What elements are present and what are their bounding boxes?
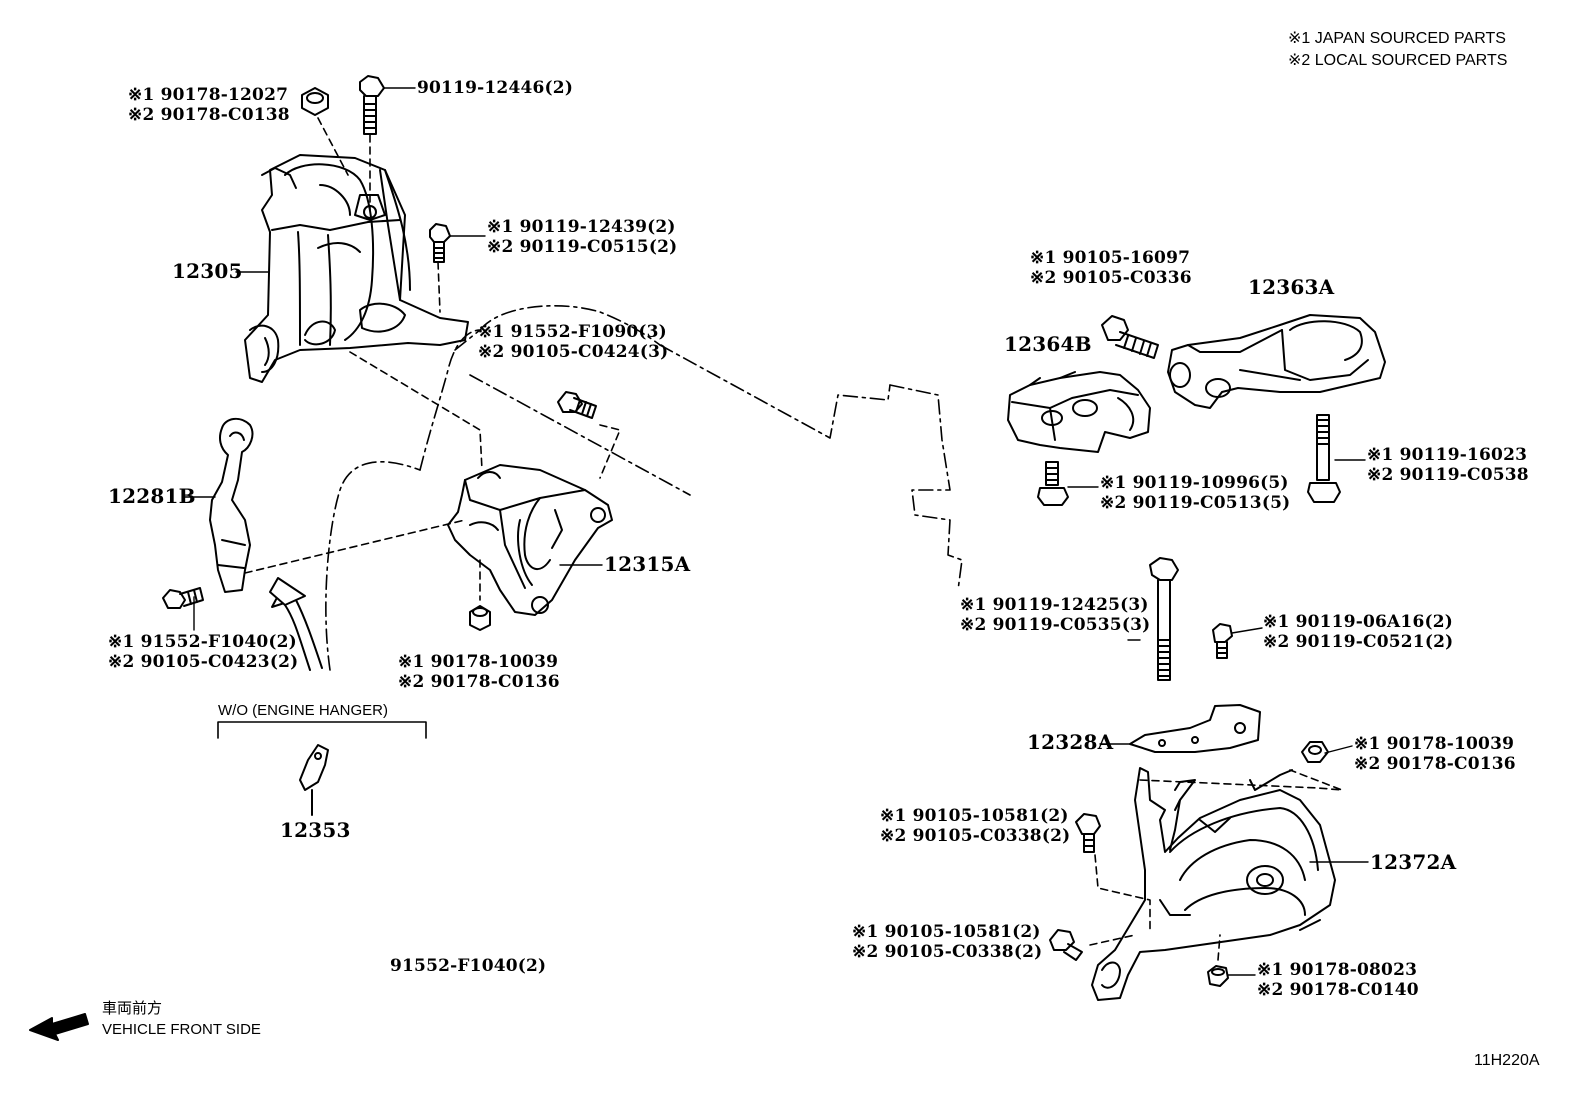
callout-line: ※2 90178-C0138 (128, 105, 290, 125)
bolt-shape-long (1149, 557, 1179, 681)
callout-line: ※2 90119-C0521(2) (1263, 632, 1454, 652)
callout-bolt-rt-b: ※1 90119-16023 ※2 90119-C0538 (1367, 445, 1529, 485)
callout-bolt-top: 90119-12446(2) (417, 78, 574, 98)
bracket-12305-shape (244, 154, 469, 383)
callout-line: ※1 90119-12425(3) (960, 595, 1149, 615)
part-label-12364B: 12364B (1004, 332, 1092, 356)
engine-outline (325, 304, 963, 671)
direction-label-en: VEHICLE FRONT SIDE (102, 1021, 261, 1038)
figure-code: 11H220A (1474, 1052, 1540, 1069)
callout-line: ※2 90178-C0136 (398, 672, 560, 692)
engine-hanger-bracket-line (217, 721, 427, 739)
callout-line: ※2 90105-C0336 (1030, 268, 1192, 288)
mount-12364B-shape (1007, 371, 1151, 453)
mount-12372A-shape (1091, 767, 1336, 1001)
callout-line: ※1 90178-10039 (1354, 734, 1515, 754)
direction-label: 車両前方 VEHICLE FRONT SIDE (102, 998, 261, 1040)
nut-shape-rt (1301, 741, 1329, 763)
callout-bolt-long: ※1 90119-12425(3) ※2 90119-C0535(3) (960, 595, 1150, 635)
callout-line: ※1 90119-16023 (1367, 445, 1528, 465)
callout-line: ※2 90119-C0535(3) (960, 615, 1151, 635)
arm-12363A-shape (1167, 314, 1386, 409)
legend-note-2: ※2 LOCAL SOURCED PARTS (1288, 52, 1508, 69)
callout-line: ※2 90178-C0140 (1257, 980, 1419, 1000)
bolt-shape-rt-b (1307, 414, 1341, 503)
callout-bolt-rt-a: ※1 90119-10996(5) ※2 90119-C0513(5) (1100, 473, 1290, 513)
label-leaders (184, 87, 1369, 976)
callout-bolt-lr1: ※1 90105-10581(2) ※2 90105-C0338(2) (880, 806, 1070, 846)
part-label-12305: 12305 (172, 259, 243, 283)
bolt-shape-lr1 (1075, 813, 1101, 853)
callout-line: ※2 90105-C0424(3) (478, 342, 669, 362)
callout-nut-lr: ※1 90178-08023 ※2 90178-C0140 (1257, 960, 1419, 1000)
callout-bolt-small: ※1 90119-06A16(2) ※2 90119-C0521(2) (1263, 612, 1453, 652)
bracket-12315A-shape (447, 464, 613, 616)
callout-line: ※1 90119-10996(5) (1100, 473, 1289, 493)
callout-line: ※1 90105-16097 (1030, 248, 1191, 268)
bolt-shape-mid (429, 223, 451, 263)
callout-bolt-center: ※1 91552-F1090(3) ※2 90105-C0424(3) (478, 322, 668, 362)
bolt-shape-hook (162, 587, 204, 609)
hook-12281B-shape (209, 417, 254, 593)
callout-bolt-rt-top: ※1 90105-16097 ※2 90105-C0336 (1030, 248, 1192, 288)
front-curve-arrow (269, 577, 323, 671)
direction-label-jp: 車両前方 (102, 1000, 163, 1017)
callout-line: ※2 90105-C0338(2) (852, 942, 1043, 962)
callout-line: ※1 90119-06A16(2) (1263, 612, 1454, 632)
callout-line: ※2 90105-C0338(2) (880, 826, 1071, 846)
bolt-shape-lr2 (1049, 929, 1083, 961)
callout-line: ※1 90178-08023 (1257, 960, 1418, 980)
part-label-12328A: 12328A (1027, 730, 1114, 754)
part-label-12281B: 12281B (108, 484, 196, 508)
part-label-12363A: 12363A (1248, 275, 1335, 299)
legend: ※1 JAPAN SOURCED PARTS ※2 LOCAL SOURCED … (1288, 28, 1507, 72)
bolt-shape-rt-a (1037, 461, 1069, 506)
callout-line: ※1 90119-12439(2) (487, 217, 676, 237)
callout-nut-top: ※1 90178-12027 ※2 90178-C0138 (128, 85, 290, 125)
callout-nut-rt: ※1 90178-10039 ※2 90178-C0136 (1354, 734, 1516, 774)
callout-line: ※1 90105-10581(2) (880, 806, 1069, 826)
part-label-12372A: 12372A (1370, 850, 1457, 874)
engine-hanger-label: W/O (ENGINE HANGER) (218, 702, 389, 719)
callout-line: ※2 90119-C0515(2) (487, 237, 678, 257)
bolt-shape-rt-top (1101, 315, 1159, 359)
callout-nut-mount: ※1 90178-10039 ※2 90178-C0136 (398, 652, 560, 692)
leader-lines (244, 117, 1343, 961)
callout-line: ※1 91552-F1090(3) (478, 322, 667, 342)
bolt-shape-small (1212, 623, 1233, 659)
callout-bolt-hook: ※1 91552-F1040(2) ※2 90105-C0423(2) (108, 632, 298, 672)
legend-note-1: ※1 JAPAN SOURCED PARTS (1288, 30, 1506, 47)
callout-bolt-lr2: ※1 90105-10581(2) ※2 90105-C0338(2) (852, 922, 1042, 962)
bolt-shape-top (359, 75, 385, 135)
callout-line: ※2 90178-C0136 (1354, 754, 1516, 774)
nut-shape-mount (469, 605, 491, 631)
callout-line: ※1 90178-12027 (128, 85, 289, 105)
callout-line: ※2 90105-C0423(2) (108, 652, 299, 672)
bolt-shape-center (557, 391, 597, 419)
callout-line: ※1 90105-10581(2) (852, 922, 1041, 942)
callout-line: ※2 90119-C0538 (1367, 465, 1529, 485)
part-label-12315A: 12315A (604, 552, 691, 576)
callout-line: ※2 90119-C0513(5) (1100, 493, 1291, 513)
nut-shape-top (301, 87, 329, 116)
callout-line: ※1 91552-F1040(2) (108, 632, 297, 652)
nut-shape-lr (1207, 965, 1229, 987)
callout-line: ※1 90178-10039 (398, 652, 559, 672)
plate-12328A-shape (1129, 704, 1261, 753)
callout-bolt-mid: ※1 90119-12439(2) ※2 90119-C0515(2) (487, 217, 677, 257)
part-12353-shape (299, 744, 329, 816)
vehicle-front-arrow-icon (29, 1013, 89, 1041)
bottom-note: 91552-F1040(2) (390, 956, 547, 976)
part-label-12353: 12353 (280, 818, 351, 842)
